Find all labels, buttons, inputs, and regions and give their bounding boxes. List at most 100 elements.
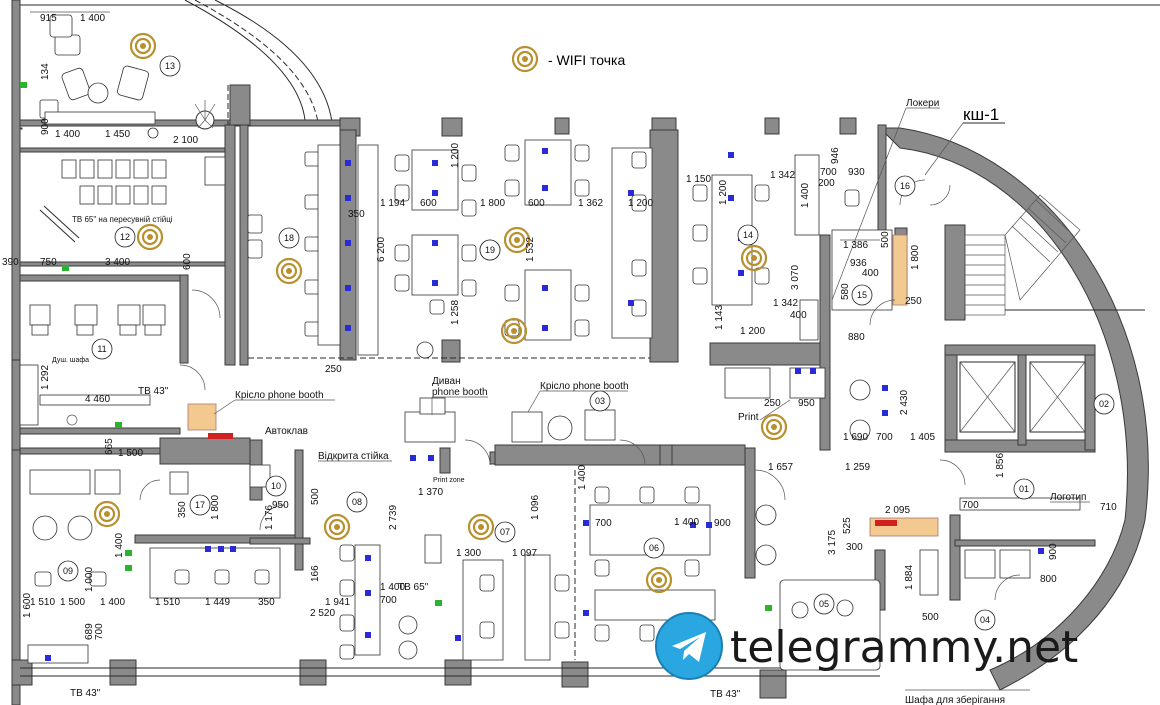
wifi-point-icon <box>645 566 673 594</box>
label-krislo-pb-2: Крісло phone booth <box>540 381 629 392</box>
svg-text:2 100: 2 100 <box>173 135 198 146</box>
room-number-14: 14 <box>737 224 759 246</box>
label-lokery: Локери <box>906 98 939 109</box>
svg-text:1 150: 1 150 <box>686 174 711 185</box>
svg-text:14: 14 <box>743 230 753 240</box>
svg-text:13: 13 <box>165 61 175 71</box>
staircase <box>959 194 1145 433</box>
svg-text:300: 300 <box>846 542 863 553</box>
svg-text:1 342: 1 342 <box>773 298 798 309</box>
svg-text:18: 18 <box>284 233 294 243</box>
svg-text:04: 04 <box>980 615 990 625</box>
svg-text:1 386: 1 386 <box>843 240 868 251</box>
room-06-workspace <box>589 486 716 642</box>
room-number-15: 15 <box>851 284 873 306</box>
svg-text:1 400: 1 400 <box>380 582 405 593</box>
label-logotyp: Логотип <box>1050 492 1086 503</box>
svg-text:1 370: 1 370 <box>418 487 443 498</box>
wifi-point-icon <box>323 513 351 541</box>
svg-text:689: 689 <box>84 623 95 640</box>
svg-text:19: 19 <box>485 245 495 255</box>
telegram-logo-icon <box>655 612 723 680</box>
room-17-wc <box>139 471 189 501</box>
svg-text:1 342: 1 342 <box>770 170 795 181</box>
label-dush: Душ. шафа <box>52 357 89 364</box>
svg-text:950: 950 <box>798 398 815 409</box>
svg-text:01: 01 <box>1019 484 1029 494</box>
svg-text:06: 06 <box>649 543 659 553</box>
svg-text:665: 665 <box>104 438 115 455</box>
svg-text:1 176: 1 176 <box>264 505 275 530</box>
svg-text:1 000: 1 000 <box>84 567 95 592</box>
svg-text:580: 580 <box>840 283 851 300</box>
watermark: telegrammy.net <box>655 612 1078 680</box>
svg-text:03: 03 <box>595 396 605 406</box>
room-08-open-desk <box>149 534 442 660</box>
wifi-point-icon <box>93 500 121 528</box>
room-12-meeting <box>39 156 226 243</box>
svg-text:700: 700 <box>595 518 612 529</box>
room-number-01: 01 <box>1013 478 1035 500</box>
room-number-17: 17 <box>189 494 211 516</box>
room-05-reception <box>755 504 939 671</box>
svg-text:500: 500 <box>922 612 939 623</box>
room-number-09: 09 <box>57 560 79 582</box>
svg-text:1 800: 1 800 <box>210 495 221 520</box>
svg-text:2 430: 2 430 <box>899 390 910 415</box>
wifi-points <box>93 32 788 594</box>
room-number-13: 13 <box>159 55 181 77</box>
svg-text:1 400: 1 400 <box>577 465 588 490</box>
svg-text:10: 10 <box>271 481 281 491</box>
svg-text:600: 600 <box>420 198 437 209</box>
label-dyvan: Диван <box>432 376 461 387</box>
label-avtoklav: Автоклав <box>265 426 308 437</box>
svg-text:1 300: 1 300 <box>456 548 481 559</box>
svg-text:1 500: 1 500 <box>118 448 143 459</box>
room-18-workspace <box>247 144 355 359</box>
wifi-point-icon <box>275 257 303 285</box>
svg-text:930: 930 <box>848 167 865 178</box>
svg-text:880: 880 <box>848 332 865 343</box>
label-ksh: кш-1 <box>963 105 999 124</box>
label-shafa: Шафа для зберігання <box>905 694 1005 705</box>
svg-text:200: 200 <box>818 178 835 189</box>
svg-text:1 400: 1 400 <box>100 597 125 608</box>
svg-text:1 657: 1 657 <box>768 462 793 473</box>
svg-text:350: 350 <box>348 209 365 220</box>
svg-text:134: 134 <box>40 63 51 80</box>
svg-text:12: 12 <box>120 232 130 242</box>
label-tv43-a: ТВ 43" <box>138 386 169 397</box>
svg-text:3 175: 3 175 <box>827 530 838 555</box>
interior-walls <box>11 117 1096 611</box>
wifi-point-icon <box>511 45 539 73</box>
svg-text:1 259: 1 259 <box>845 462 870 473</box>
svg-text:16: 16 <box>900 181 910 191</box>
watermark-text: telegrammy.net <box>730 622 1078 673</box>
room-13-lounge <box>39 14 251 139</box>
svg-text:05: 05 <box>819 599 829 609</box>
svg-text:800: 800 <box>1040 574 1057 585</box>
room-09-lounge <box>27 469 121 664</box>
label-tv65-b: ТВ 65" <box>398 582 429 593</box>
svg-text:2 739: 2 739 <box>388 505 399 530</box>
room-number-06: 06 <box>643 537 665 559</box>
svg-text:950: 950 <box>272 500 289 511</box>
room-04-wc <box>919 549 1031 601</box>
wifi-point-icon <box>760 413 788 441</box>
svg-text:710: 710 <box>1100 502 1117 513</box>
svg-text:500: 500 <box>310 488 321 505</box>
svg-text:1 400: 1 400 <box>114 533 125 558</box>
label-tv43-b: ТВ 43" <box>70 688 101 699</box>
svg-text:350: 350 <box>177 501 188 518</box>
room-number-03: 03 <box>589 390 611 412</box>
svg-text:915: 915 <box>40 13 57 24</box>
label-print: Print <box>738 412 759 423</box>
svg-text:1 510: 1 510 <box>155 597 180 608</box>
svg-text:1 941: 1 941 <box>325 597 350 608</box>
svg-text:500: 500 <box>880 231 891 248</box>
legend-text: - WIFI точка <box>548 52 625 68</box>
room-number-19: 19 <box>479 239 501 261</box>
room-11-canteen <box>19 304 166 426</box>
svg-text:4 460: 4 460 <box>85 394 110 405</box>
